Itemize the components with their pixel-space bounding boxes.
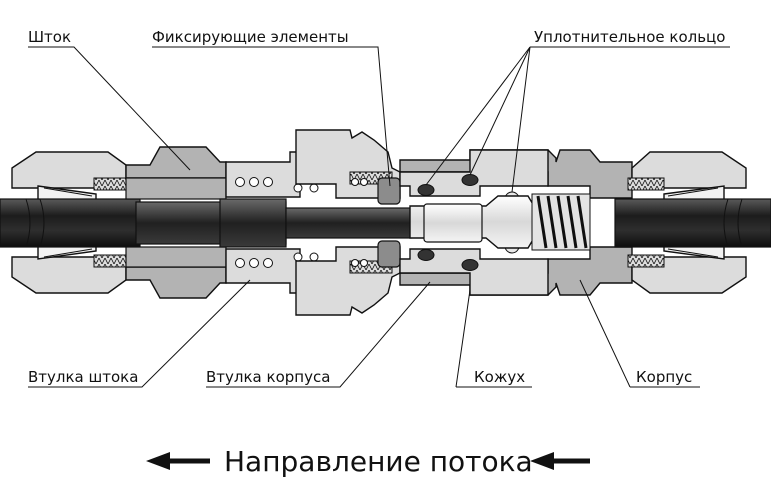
label-vtulka-korpusa: Втулка корпуса — [206, 368, 330, 386]
stem-body — [125, 146, 412, 299]
left-nut — [11, 151, 131, 294]
label-vtulka-shtoka: Втулка штока — [28, 368, 138, 386]
label-korpus: Корпус — [636, 368, 692, 386]
main-body — [399, 149, 633, 296]
label-fiksiruyushchie-elementy: Фиксирующие элементы — [152, 28, 349, 46]
flow-arrow-left-icon-right — [530, 452, 590, 470]
leader-lines — [28, 46, 730, 388]
body-sleeve — [295, 129, 401, 316]
right-tube — [614, 198, 771, 248]
label-shtok: Шток — [28, 28, 71, 46]
flow-arrow-left-icon — [146, 452, 210, 470]
stem-sleeve — [225, 151, 319, 294]
label-uplotnitelnoe-koltso: Уплотнительное кольцо — [534, 28, 725, 46]
right-nut — [627, 151, 747, 294]
left-tube — [0, 198, 141, 248]
flow-direction-text: Направление потока — [224, 445, 533, 478]
label-kozhukh: Кожух — [474, 368, 525, 386]
